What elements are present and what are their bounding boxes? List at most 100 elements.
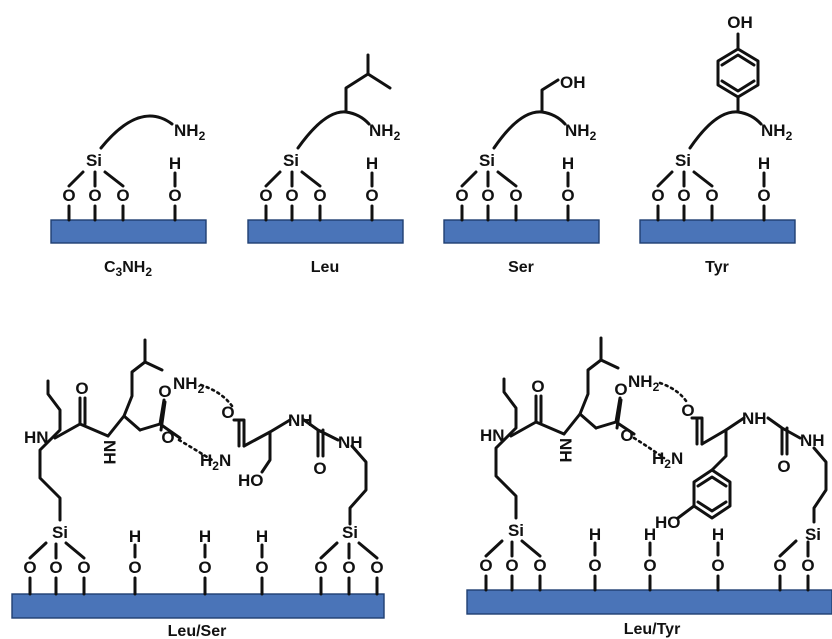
oxygen-atom: O xyxy=(509,186,522,205)
panel-tyr: O O O O H Si OH NH2 Tyr xyxy=(639,13,796,276)
oxygen-atom: O xyxy=(62,186,75,205)
panel-ser: O O O O H Si OH NH2 Ser xyxy=(443,73,600,276)
panel-c3nh2: O O O O H Si NH2 C3NH2 xyxy=(50,114,207,279)
hydrogen-atom: H xyxy=(256,527,268,546)
oxygen-atom: O xyxy=(614,380,627,399)
oxygen-atom: O xyxy=(505,556,518,575)
oxygen-atom: O xyxy=(801,556,814,575)
amine-label: NH2 xyxy=(628,372,660,394)
caption-ser: Ser xyxy=(508,259,534,276)
oxygen-atom: O xyxy=(161,428,174,447)
amide-nh-label: NH xyxy=(338,433,363,452)
oxygen-atom: O xyxy=(158,382,171,401)
oxygen-atom: O xyxy=(314,558,327,577)
oxygen-atom: O xyxy=(777,457,790,476)
phenyl-ring xyxy=(692,468,732,520)
oxygen-atom: O xyxy=(588,556,601,575)
hydroxyl-label: OH xyxy=(727,13,753,32)
caption-tyr: Tyr xyxy=(705,259,729,276)
oxygen-atom: O xyxy=(313,459,326,478)
amine-label: NH2 xyxy=(369,121,401,143)
oxygen-atom: O xyxy=(75,379,88,398)
caption-leu: Leu xyxy=(311,259,339,276)
amide-nh-label: NH xyxy=(556,438,575,463)
oxygen-atom: O xyxy=(455,186,468,205)
hydroxyl-label: HO xyxy=(655,513,681,532)
silicon-atom: Si xyxy=(805,525,821,544)
amine-label: H2N xyxy=(200,451,231,473)
amine-label: NH2 xyxy=(174,121,206,143)
hydroxyl-label: OH xyxy=(560,73,586,92)
oxygen-atom: O xyxy=(168,186,181,205)
hydrogen-atom: H xyxy=(758,154,770,173)
caption-c3nh2: C3NH2 xyxy=(104,259,152,279)
oxygen-atom: O xyxy=(77,558,90,577)
oxygen-atom: O xyxy=(128,558,141,577)
amine-label: NH2 xyxy=(761,121,793,143)
substrate-slab xyxy=(466,589,832,615)
oxygen-atom: O xyxy=(221,403,234,422)
silicon-atom: Si xyxy=(52,523,68,542)
substrate-slab xyxy=(11,593,385,619)
oxygen-atom: O xyxy=(705,186,718,205)
oxygen-atom: O xyxy=(370,558,383,577)
oxygen-atom: O xyxy=(620,426,633,445)
substrate-slab xyxy=(639,219,796,244)
oxygen-atom: O xyxy=(198,558,211,577)
oxygen-atom: O xyxy=(365,186,378,205)
hydrogen-atom: H xyxy=(562,154,574,173)
oxygen-atom: O xyxy=(651,186,664,205)
amine-label: H2N xyxy=(652,449,683,471)
oxygen-atom: O xyxy=(677,186,690,205)
amine-label: NH2 xyxy=(173,374,205,396)
amine-label: NH2 xyxy=(565,121,597,143)
silicon-atom: Si xyxy=(86,151,102,170)
oxygen-atom: O xyxy=(531,377,544,396)
oxygen-atom: O xyxy=(49,558,62,577)
oxygen-atom: O xyxy=(313,186,326,205)
silicon-atom: Si xyxy=(508,521,524,540)
oxygen-atom: O xyxy=(681,401,694,420)
oxygen-atom: O xyxy=(757,186,770,205)
hydrogen-atom: H xyxy=(129,527,141,546)
amide-nh-label: HN xyxy=(24,428,49,447)
silicon-atom: Si xyxy=(675,151,691,170)
oxygen-atom: O xyxy=(533,556,546,575)
oxygen-atom: O xyxy=(481,186,494,205)
substrate-slab xyxy=(247,219,404,244)
substrate-slab xyxy=(50,219,207,244)
amide-nh-label: NH xyxy=(800,431,825,450)
panel-leu: O O O O H Si NH2 Leu xyxy=(247,53,404,276)
hydrogen-atom: H xyxy=(199,527,211,546)
caption-leu-tyr: Leu/Tyr xyxy=(624,621,681,638)
panel-leu-ser: O O O O O O O O O H H H Si Si HN O NH O … xyxy=(11,338,385,639)
caption-leu-ser: Leu/Ser xyxy=(168,623,227,639)
hydrogen-atom: H xyxy=(712,525,724,544)
silicon-atom: Si xyxy=(342,523,358,542)
oxygen-atom: O xyxy=(561,186,574,205)
substrate-slab xyxy=(443,219,600,244)
amide-nh-label: HN xyxy=(480,426,505,445)
hydrogen-atom: H xyxy=(589,525,601,544)
silicon-atom: Si xyxy=(283,151,299,170)
oxygen-atom: O xyxy=(643,556,656,575)
hydrogen-atom: H xyxy=(644,525,656,544)
oxygen-atom: O xyxy=(23,558,36,577)
oxygen-atom: O xyxy=(255,558,268,577)
amide-nh-label: NH xyxy=(288,411,313,430)
silicon-atom: Si xyxy=(479,151,495,170)
amide-nh-label: NH xyxy=(742,409,767,428)
hydrogen-atom: H xyxy=(169,154,181,173)
amide-nh-label: NH xyxy=(100,440,119,465)
oxygen-atom: O xyxy=(711,556,724,575)
panel-leu-tyr: O O O O O O O O H H H Si Si HN O NH O NH… xyxy=(466,336,832,638)
oxygen-atom: O xyxy=(773,556,786,575)
oxygen-atom: O xyxy=(116,186,129,205)
oxygen-atom: O xyxy=(479,556,492,575)
hydroxyl-label: HO xyxy=(238,471,264,490)
hydrogen-atom: H xyxy=(366,154,378,173)
oxygen-atom: O xyxy=(88,186,101,205)
oxygen-atom: O xyxy=(259,186,272,205)
oxygen-atom: O xyxy=(285,186,298,205)
